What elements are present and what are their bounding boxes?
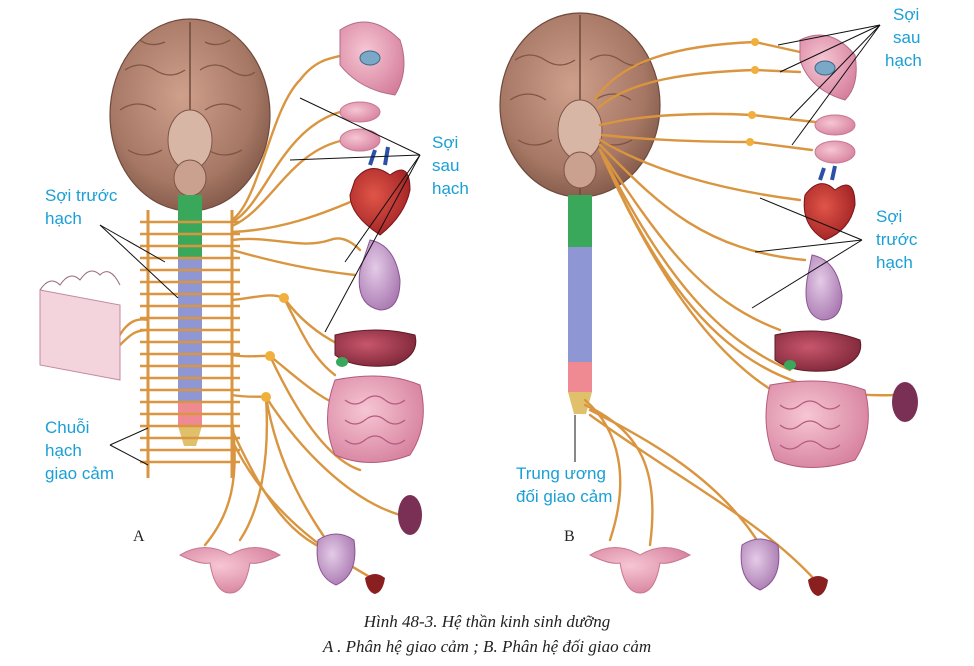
brain-b — [499, 12, 661, 198]
heart-icon — [349, 168, 411, 236]
genital-icon — [365, 574, 385, 594]
salivary-gland-icon — [339, 101, 381, 123]
organs-b — [588, 34, 918, 596]
label-a-preganglionic: Sợi trước hạch — [45, 186, 122, 228]
figure-caption-subtitle: A . Phân hệ giao cảm ; B. Phân hệ đối gi… — [322, 637, 651, 656]
spinal-cord-b — [568, 195, 592, 414]
pointer-lines-b — [574, 24, 881, 462]
brain-a — [109, 18, 271, 212]
panel-b-parasympathetic: Sợi sau hạch Sợi trước hạch Trung ương đ… — [499, 5, 925, 596]
label-a-postganglionic: Sợi sau hạch — [432, 133, 469, 198]
intestine-icon — [765, 380, 869, 468]
nerves-b — [583, 38, 897, 582]
lung-icon — [358, 239, 401, 311]
uterus-icon — [588, 547, 692, 594]
label-b-center: Trung ương đối giao cảm — [516, 464, 612, 506]
panel-a-sympathetic: Sợi trước hạch Sợi sau hạch Chuỗi hạch g… — [39, 18, 469, 594]
panel-b-letter: B — [564, 528, 575, 545]
spinal-cord-a — [178, 195, 202, 446]
salivary-gland-icon — [814, 114, 856, 136]
bladder-icon — [316, 533, 356, 586]
kidney-icon — [892, 382, 918, 422]
lung-icon — [805, 254, 843, 321]
panel-a-letter: A — [133, 528, 145, 545]
genital-icon — [808, 576, 828, 596]
label-b-postganglionic: Sợi sau hạch — [885, 5, 925, 70]
skin-icon — [39, 289, 121, 381]
sympathetic-chain-a — [140, 210, 240, 478]
pointer-lines-a — [99, 97, 421, 466]
label-b-preganglionic: Sợi trước hạch — [876, 207, 922, 272]
bladder-icon — [740, 538, 780, 591]
kidney-icon — [398, 495, 422, 535]
uterus-icon — [178, 547, 282, 594]
salivary-gland-icon — [339, 128, 381, 152]
label-a-chain: Chuỗi hạch giao cảm — [45, 418, 114, 483]
figure-caption-title: Hình 48-3. Hệ thần kinh sinh dưỡng — [363, 612, 610, 631]
intestine-icon — [327, 375, 424, 463]
liver-icon — [774, 330, 862, 372]
heart-icon — [803, 183, 856, 241]
salivary-gland-icon — [814, 140, 856, 164]
liver-icon — [334, 329, 417, 367]
organs-a — [39, 21, 424, 594]
